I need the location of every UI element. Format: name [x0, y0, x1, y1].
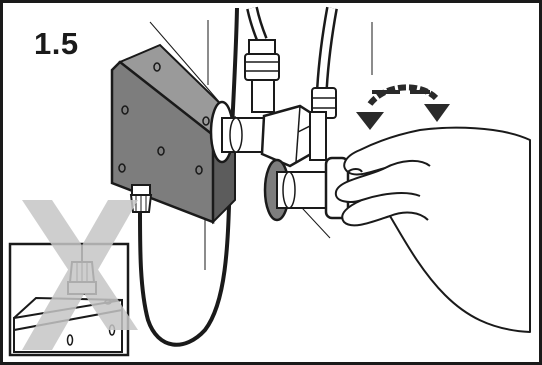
hose-nut-left — [244, 53, 280, 81]
cable — [138, 7, 239, 347]
hose-left — [244, 6, 280, 113]
hand — [334, 126, 531, 333]
shutoff-valve — [263, 156, 350, 222]
arrow-down-left-icon — [356, 112, 384, 130]
box-screws — [118, 62, 210, 175]
angle-valve — [209, 100, 327, 168]
hose-right — [311, 6, 338, 119]
arrow-down-right-icon — [424, 104, 450, 122]
incorrect-inset — [8, 200, 138, 357]
rotate-arrows — [356, 84, 450, 130]
wrong-cross-icon — [22, 200, 138, 350]
step-number: 1.5 — [34, 26, 79, 61]
